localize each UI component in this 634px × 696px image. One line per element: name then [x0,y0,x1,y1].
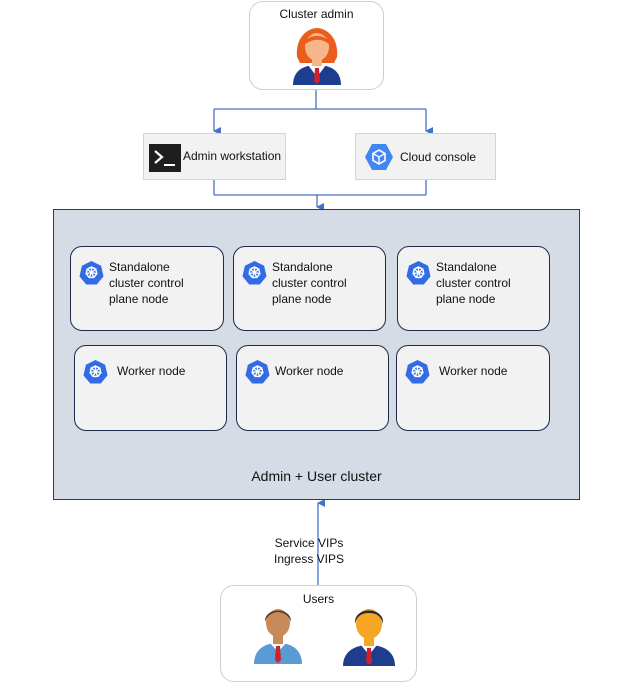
ingress-vips-label: Ingress VIPS [273,552,345,566]
node-label-line: cluster control [272,276,347,290]
kubernetes-icon [405,359,430,384]
worker-node[interactable]: Worker node [396,345,550,431]
tools-to-cluster-connector [213,180,427,211]
service-vips-label: Service VIPs [274,536,344,550]
users-label: Users [302,592,335,606]
cluster-admin-label: Cluster admin [279,7,354,21]
control-plane-node[interactable]: Standalone cluster control plane node [233,246,386,331]
control-plane-node[interactable]: Standalone cluster control plane node [70,246,224,331]
node-label-line: Standalone [109,260,170,274]
terminal-icon [149,144,181,172]
cluster-admin-box: Cluster admin [249,1,384,90]
male-user-avatar-icon [343,609,395,666]
admin-to-tools-connector [213,90,433,135]
admin-workstation-box[interactable]: Admin workstation [143,133,286,180]
worker-node-label: Worker node [275,364,344,378]
cluster-label: Admin + User cluster [251,468,382,484]
node-label-line: cluster control [109,276,184,290]
male-user-avatar-icon [254,609,302,664]
female-admin-avatar-icon [293,28,341,85]
kubernetes-icon [242,260,267,285]
node-label-line: Standalone [436,260,497,274]
admin-workstation-label: Admin workstation [183,149,282,163]
node-label-line: cluster control [436,276,511,290]
control-plane-node[interactable]: Standalone cluster control plane node [397,246,550,331]
worker-node-label: Worker node [117,364,186,378]
users-box: Users [220,585,417,682]
node-label-line: plane node [436,292,496,306]
kubernetes-icon [79,260,104,285]
traffic-label: Service VIPs Ingress VIPS [250,535,368,567]
node-label-line: Standalone [272,260,333,274]
kubernetes-icon [245,359,270,384]
kubernetes-icon [83,359,108,384]
gcp-hexagon-icon [365,144,393,170]
node-label-line: plane node [272,292,332,306]
worker-node[interactable]: Worker node [74,345,227,431]
admin-user-cluster: Standalone cluster control plane node St… [53,209,580,500]
kubernetes-icon [406,260,431,285]
worker-node-label: Worker node [439,364,508,378]
node-label-line: plane node [109,292,169,306]
cloud-console-label: Cloud console [400,150,477,164]
cloud-console-box[interactable]: Cloud console [355,133,496,180]
worker-node[interactable]: Worker node [236,345,389,431]
